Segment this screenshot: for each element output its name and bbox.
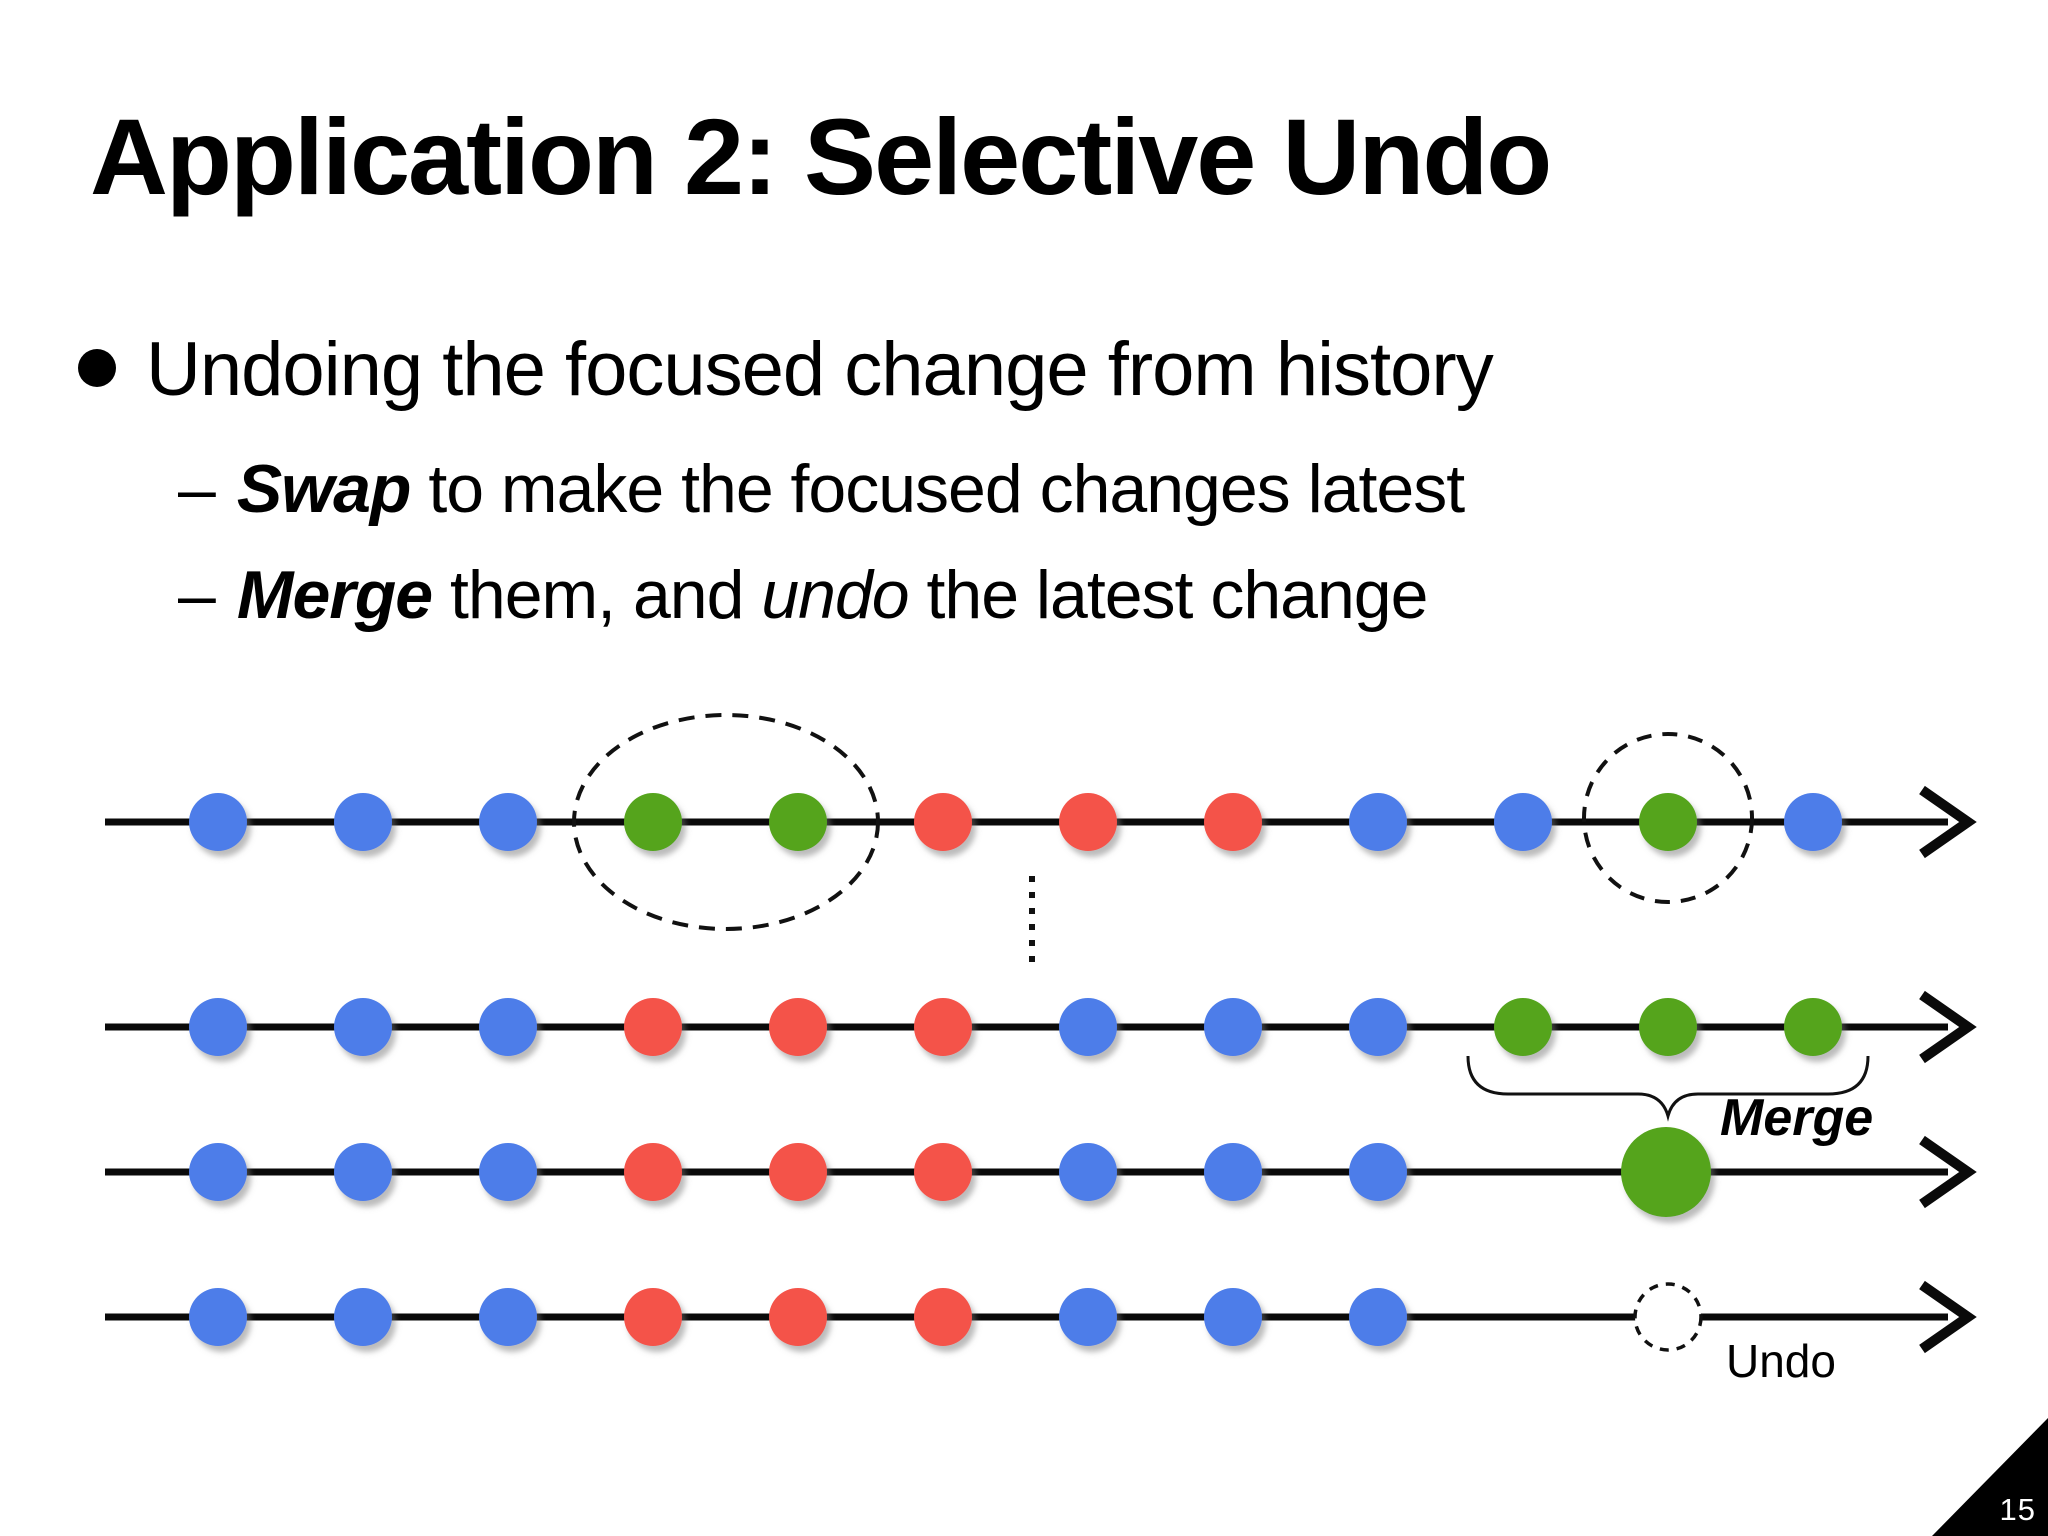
undo-annotation-label: Undo	[1726, 1335, 1836, 1387]
commit-dot-blue	[1349, 1288, 1407, 1346]
dash-icon: –	[178, 557, 216, 633]
dash-icon: –	[178, 451, 216, 527]
commit-dot-green	[1494, 998, 1552, 1056]
commit-dot-blue	[189, 793, 247, 851]
commit-dot-blue	[479, 1288, 537, 1346]
commit-dot-blue	[1059, 1288, 1117, 1346]
commit-dot-green	[1639, 793, 1697, 851]
sub-bullet-swap: –Swap to make the focused changes latest	[178, 450, 1465, 528]
commit-dot-green	[1784, 998, 1842, 1056]
commit-dot-blue	[334, 793, 392, 851]
timeline-3-merged	[105, 1127, 1977, 1217]
commit-dot-red	[914, 1288, 972, 1346]
sub-bullet-swap-text: to make the focused changes latest	[410, 451, 1465, 527]
commit-dot-red	[769, 1288, 827, 1346]
corner-triangle	[1932, 1418, 2048, 1536]
commit-dot-red	[624, 1288, 682, 1346]
commit-dot-blue	[479, 1143, 537, 1201]
commit-dot-red	[769, 998, 827, 1056]
arrowhead-icon	[1919, 1280, 1977, 1354]
arrowhead-icon	[1919, 785, 1977, 859]
commit-dot-blue	[479, 793, 537, 851]
commit-dot-green	[1639, 998, 1697, 1056]
commit-dot-blue	[1204, 1143, 1262, 1201]
page-title: Application 2: Selective Undo	[90, 96, 1552, 217]
merge-keyword: Merge	[236, 557, 433, 633]
commit-dot-red	[769, 1143, 827, 1201]
commit-dot-blue	[189, 1288, 247, 1346]
commit-dot-blue	[1349, 998, 1407, 1056]
swap-keyword: Swap	[236, 451, 412, 527]
commit-dot-green	[624, 793, 682, 851]
bullet-main-text: Undoing the focused change from history	[146, 327, 1494, 412]
bullet-icon	[78, 349, 116, 387]
commit-dot-red	[1204, 793, 1262, 851]
sub-bullet-merge: –Merge them, and undo the latest change	[178, 556, 1428, 634]
commit-dot-blue	[1059, 1143, 1117, 1201]
commit-dot-blue	[334, 998, 392, 1056]
timeline-2-swapped	[105, 990, 1977, 1064]
commit-dot-blue	[1784, 793, 1842, 851]
commit-dot-blue	[1494, 793, 1552, 851]
commit-dot-blue	[1204, 1288, 1262, 1346]
commit-dot-blue	[334, 1143, 392, 1201]
commit-dot-green	[769, 793, 827, 851]
commit-dot-red	[624, 998, 682, 1056]
commit-dot-blue	[479, 998, 537, 1056]
undone-commit-ghost-circle	[1633, 1282, 1703, 1352]
commit-dot-red	[914, 1143, 972, 1201]
merge-brace	[1466, 1055, 1870, 1122]
focused-change-circle	[1582, 732, 1754, 904]
focused-changes-ellipse	[572, 713, 880, 931]
timeline-1-original	[105, 785, 1977, 859]
arrowhead-icon	[1919, 990, 1977, 1064]
commit-dot-blue	[1349, 793, 1407, 851]
commit-dot-red	[914, 998, 972, 1056]
commit-dot-blue	[334, 1288, 392, 1346]
arrowhead-icon	[1919, 1135, 1977, 1209]
merge-annotation-label: Merge	[1720, 1089, 1874, 1147]
sub-bullet-merge-text-1: them, and	[432, 557, 762, 633]
commit-dot-blue	[1059, 998, 1117, 1056]
sub-bullet-merge-text-2: the latest change	[908, 557, 1428, 633]
timeline-4-undone	[105, 1280, 1977, 1354]
commit-dot-red	[1059, 793, 1117, 851]
commit-dot-red	[624, 1143, 682, 1201]
commit-dot-blue	[189, 998, 247, 1056]
merged-commit-dot	[1621, 1127, 1711, 1217]
commit-dot-blue	[1204, 998, 1262, 1056]
commit-dot-blue	[189, 1143, 247, 1201]
page-number: 15	[1999, 1492, 2036, 1527]
bullet-main: Undoing the focused change from history	[78, 326, 1494, 413]
undo-keyword: undo	[761, 557, 909, 633]
commit-dot-blue	[1349, 1143, 1407, 1201]
commit-dot-red	[914, 793, 972, 851]
